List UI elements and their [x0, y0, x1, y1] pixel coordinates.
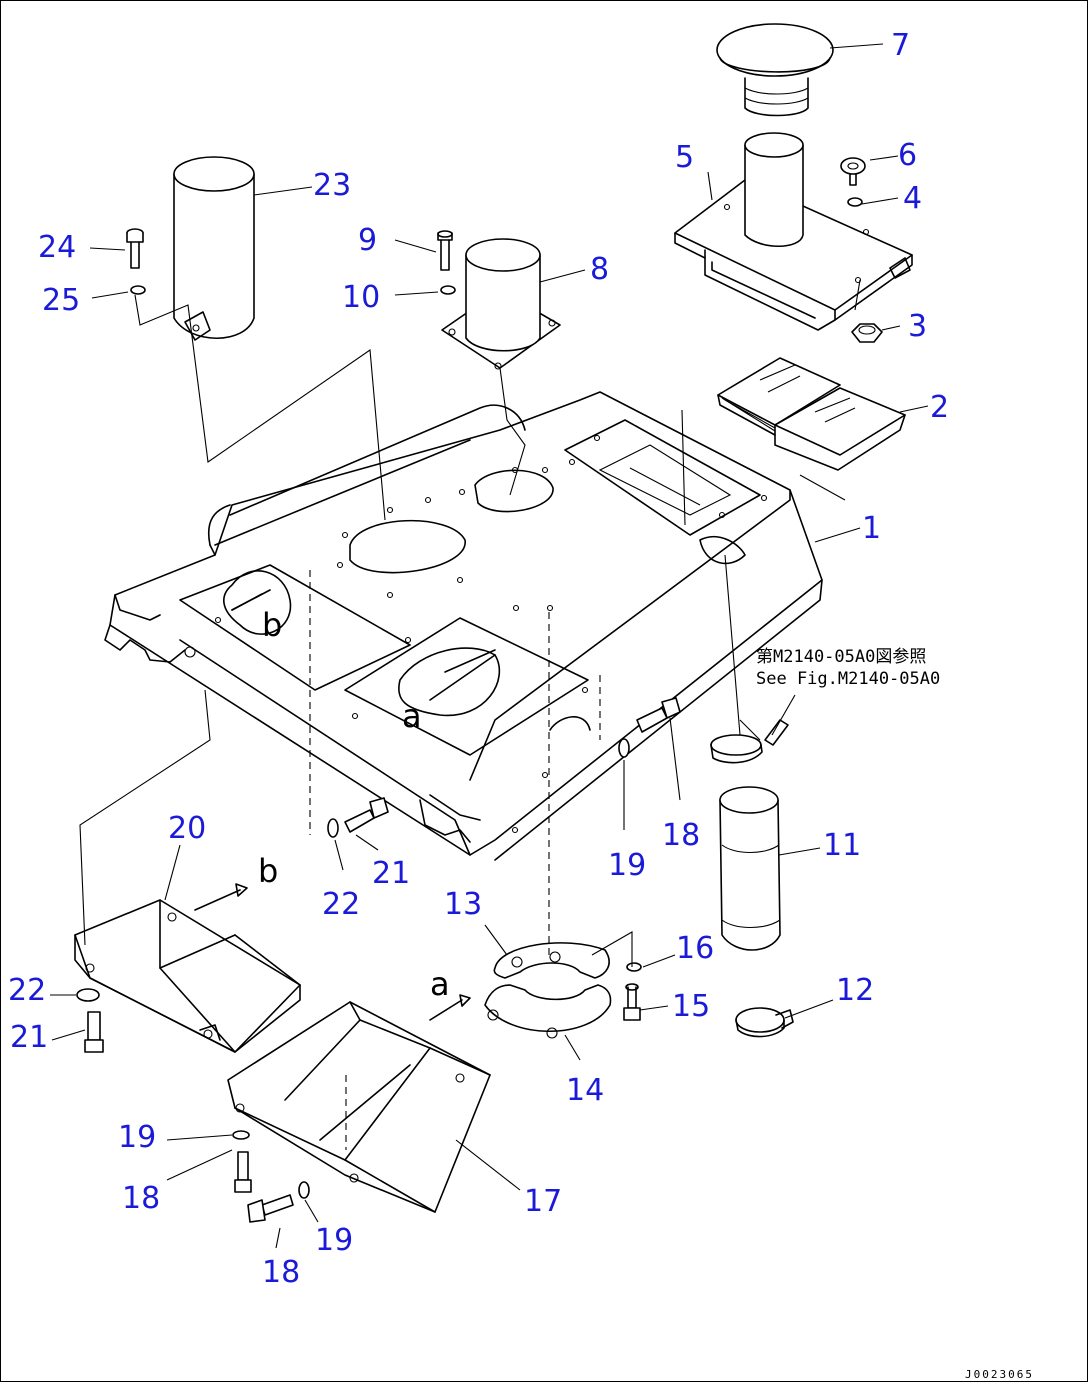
detail-arrow-a	[429, 649, 496, 1021]
right-tray	[227, 1001, 491, 1213]
hose-clamp	[735, 1007, 794, 1038]
cap	[716, 23, 834, 117]
callout-19-left: 19	[118, 1120, 156, 1155]
bolt-9	[437, 230, 456, 295]
leader-lines	[50, 43, 929, 1249]
callout-24: 24	[38, 230, 76, 265]
detail-tag-b-tray: b	[258, 852, 278, 890]
filter-element	[717, 357, 906, 471]
detail-arrow-b	[194, 593, 263, 911]
callout-4: 4	[903, 181, 922, 216]
callout-14: 14	[566, 1073, 604, 1108]
bolt-24	[126, 228, 146, 295]
callout-22-lower: 22	[8, 973, 46, 1008]
callout-18-left: 18	[122, 1181, 160, 1216]
left-tray	[74, 899, 301, 1053]
detail-tag-b-frame: b	[262, 606, 282, 644]
callout-12: 12	[836, 973, 874, 1008]
callout-labels: 7 5 6 4 3 2 1 8 9 10 23 24 25 11 12 13 1…	[8, 28, 949, 1290]
ref-arrow	[764, 719, 789, 746]
callout-9: 9	[358, 223, 377, 258]
bolt-18-lower	[232, 1130, 310, 1223]
eye-bolt	[840, 157, 866, 207]
callout-1: 1	[862, 511, 881, 546]
detail-tags: a a b b	[258, 606, 450, 1003]
split-flange	[484, 942, 612, 1039]
reference-line-jp: 第M2140-05A0図参照	[756, 647, 926, 667]
reference-note: 第M2140-05A0図参照 See Fig.M2140-05A0	[756, 647, 940, 689]
callout-17: 17	[524, 1184, 562, 1219]
reference-line-en: See Fig.M2140-05A0	[756, 669, 940, 689]
callout-18-upper: 18	[662, 818, 700, 853]
callout-5: 5	[675, 140, 694, 175]
drawing-code: J0023065	[965, 1368, 1034, 1381]
nut	[851, 323, 883, 343]
cylinder	[173, 156, 255, 341]
hose	[710, 734, 781, 951]
callout-16: 16	[676, 931, 714, 966]
assembly-lines	[79, 279, 861, 1150]
bolt-21-lower	[76, 988, 104, 1053]
main-frame	[104, 391, 823, 861]
callout-23: 23	[313, 168, 351, 203]
callout-18-lower: 18	[262, 1255, 300, 1290]
detail-tag-a-tray: a	[430, 965, 450, 1003]
callout-10: 10	[342, 280, 380, 315]
callout-13: 13	[444, 887, 482, 922]
callout-2: 2	[930, 390, 949, 425]
bolt-15	[623, 962, 642, 1021]
detail-tag-a-frame: a	[402, 697, 422, 735]
callout-19-upper: 19	[608, 848, 646, 883]
inlet-tube	[441, 238, 561, 370]
callout-11: 11	[823, 828, 861, 863]
callout-25: 25	[42, 283, 80, 318]
bolt-21-upper	[327, 797, 389, 838]
callout-20: 20	[168, 811, 206, 846]
callout-21-upper: 21	[372, 856, 410, 891]
callout-3: 3	[908, 309, 927, 344]
callout-8: 8	[590, 252, 609, 287]
callout-7: 7	[891, 28, 910, 63]
callout-21-lower: 21	[10, 1020, 48, 1055]
callout-15: 15	[672, 989, 710, 1024]
callout-6: 6	[898, 138, 917, 173]
callout-19-lower: 19	[315, 1223, 353, 1258]
cover-with-duct	[674, 132, 913, 331]
bolt-18-upper	[618, 697, 681, 758]
callout-22-upper: 22	[322, 887, 360, 922]
